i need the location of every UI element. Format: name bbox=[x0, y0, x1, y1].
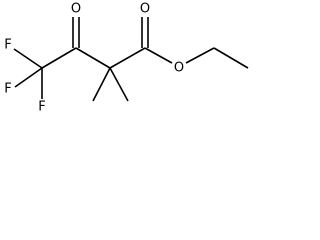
atom-label-ester-carbonyl-oxygen: O bbox=[140, 2, 150, 17]
bond-ethyl-methyl bbox=[213, 47, 249, 69]
atom-label-ester-oxygen: O bbox=[174, 61, 184, 76]
bond-cf3-f-top bbox=[13, 48, 43, 69]
bond-ester-carbon-oxygen bbox=[144, 47, 173, 64]
bond-quaternary-ester-carbon bbox=[109, 47, 146, 69]
bond-ketone-quaternary bbox=[75, 47, 111, 69]
skeletal-formula: F F F O O O bbox=[4, 2, 249, 115]
bond-cf3-ketone-carbon bbox=[41, 47, 77, 69]
atom-label-fluorine-bottom: F bbox=[38, 100, 45, 115]
atom-label-fluorine-top: F bbox=[4, 38, 11, 53]
atom-label-ketone-oxygen: O bbox=[71, 2, 81, 17]
bonds bbox=[13, 17, 249, 102]
atom-labels: F F F O O O bbox=[4, 2, 184, 115]
bond-methyl-left bbox=[92, 67, 111, 102]
bond-oxygen-ethyl bbox=[185, 47, 215, 64]
atom-label-fluorine-middle: F bbox=[4, 82, 11, 97]
bond-cf3-f-middle bbox=[14, 67, 43, 88]
bond-methyl-right bbox=[109, 67, 129, 102]
